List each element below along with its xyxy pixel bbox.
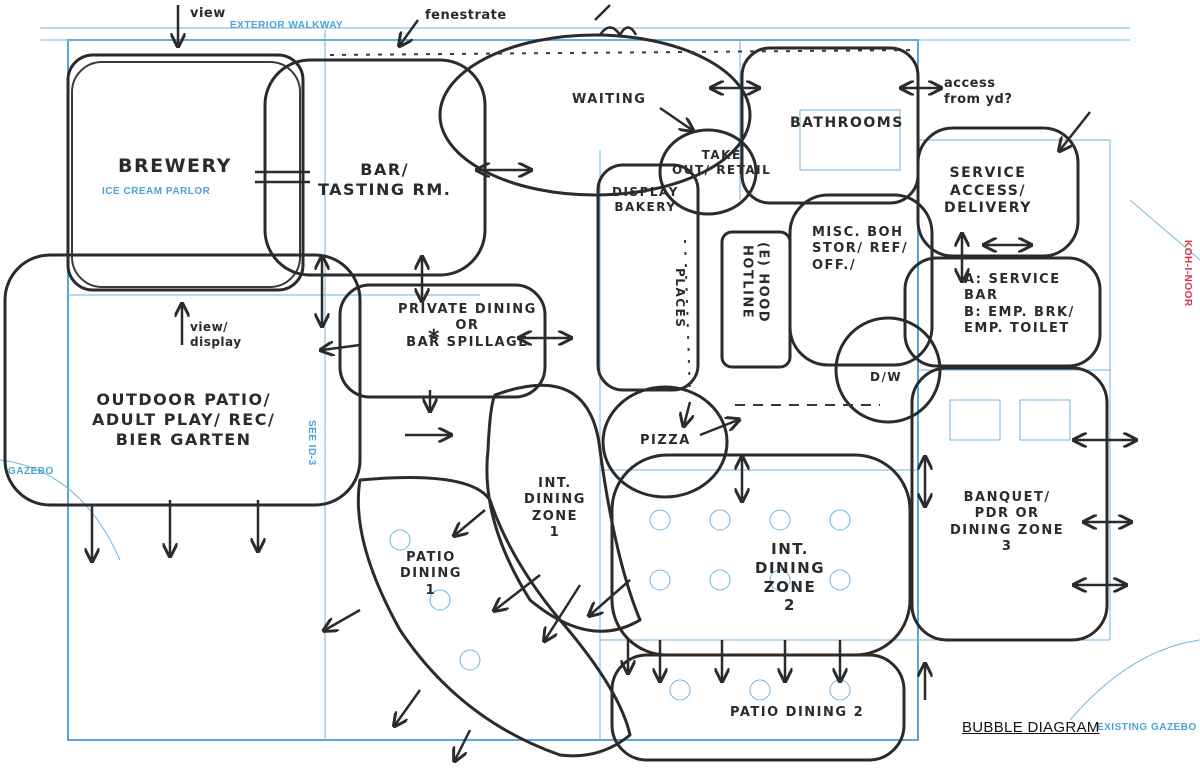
fenestrate-arrow <box>400 19 420 45</box>
annotation-access-from-yd: access from yd? <box>944 76 1013 108</box>
plan-label-gazebo: GAZEBO <box>8 466 54 477</box>
label-take-out: TAKE OUT/ RETAIL <box>672 148 772 177</box>
label-places: PLACES <box>673 268 687 329</box>
label-waiting: WAITING <box>572 92 647 107</box>
label-banquet: BANQUET/ PDR OR DINING ZONE 3 <box>950 490 1065 554</box>
label-hood-hotline: (E) HOOD HOTLINE <box>739 242 771 324</box>
label-bar-tasting: BAR/ TASTING RM. <box>318 160 452 199</box>
bubble-take-out <box>658 128 758 216</box>
label-int-dining-2: INT. DINING ZONE 2 <box>755 540 826 615</box>
asterisk-mark: * <box>428 326 442 351</box>
label-misc-boh: MISC. BOH STOR/ REF/ OFF./ <box>812 225 909 273</box>
plan-label-exterior-walkway: EXTERIOR WALKWAY <box>230 20 344 31</box>
bubble-service-bar <box>903 256 1102 368</box>
annotation-view-display: view/ display <box>190 320 242 349</box>
bubble-pizza <box>601 385 729 499</box>
label-private-dining: PRIVATE DINING OR BAR SPILLAGE <box>398 302 537 350</box>
bubble-bathrooms <box>740 46 920 205</box>
bubble-outdoor-patio <box>3 253 362 507</box>
label-outdoor-patio: OUTDOOR PATIO/ ADULT PLAY/ REC/ BIER GAR… <box>92 390 276 449</box>
label-dw: D/W <box>870 370 903 384</box>
label-pizza: PIZZA <box>640 433 691 448</box>
label-int-dining-1: INT. DINING ZONE 1 <box>524 476 586 540</box>
bubble-int-dining-1 <box>485 383 642 633</box>
plan-label-ice-cream-parlor: ICE CREAM PARLOR <box>102 186 211 197</box>
annotation-view: view <box>190 6 226 21</box>
bubble-service-access <box>916 126 1080 258</box>
plan-label-see-note: SEE ID-3 <box>306 420 317 466</box>
plan-label-koh-i-noor: KOH-I-NOOR <box>1182 240 1193 307</box>
label-patio-dining-1: PATIO DINING 1 <box>400 550 462 598</box>
annotation-fenestrate: fenestrate <box>425 8 507 23</box>
bubble-patio-dining-1 <box>356 476 632 758</box>
bubble-banquet <box>910 366 1109 642</box>
label-brewery: BREWERY <box>118 155 232 177</box>
label-display-bakery: DISPLAY BAKERY <box>612 185 679 214</box>
bubble-misc-boh <box>788 193 934 367</box>
label-patio-dining-2: PATIO DINING 2 <box>730 705 865 720</box>
label-service-access: SERVICE ACCESS/ DELIVERY <box>944 165 1032 216</box>
bubble-waiting <box>438 33 752 197</box>
diagram-title: BUBBLE DIAGRAM <box>962 719 1100 736</box>
plan-label-existing-gazebo: EXISTING GAZEBO <box>1097 722 1197 733</box>
label-bathrooms: BATHROOMS <box>790 115 904 131</box>
label-service-bar: A: SERVICE BAR B: EMP. BRK/ EMP. TOILET <box>964 272 1075 336</box>
bubble-patio-dining-2 <box>610 653 906 762</box>
